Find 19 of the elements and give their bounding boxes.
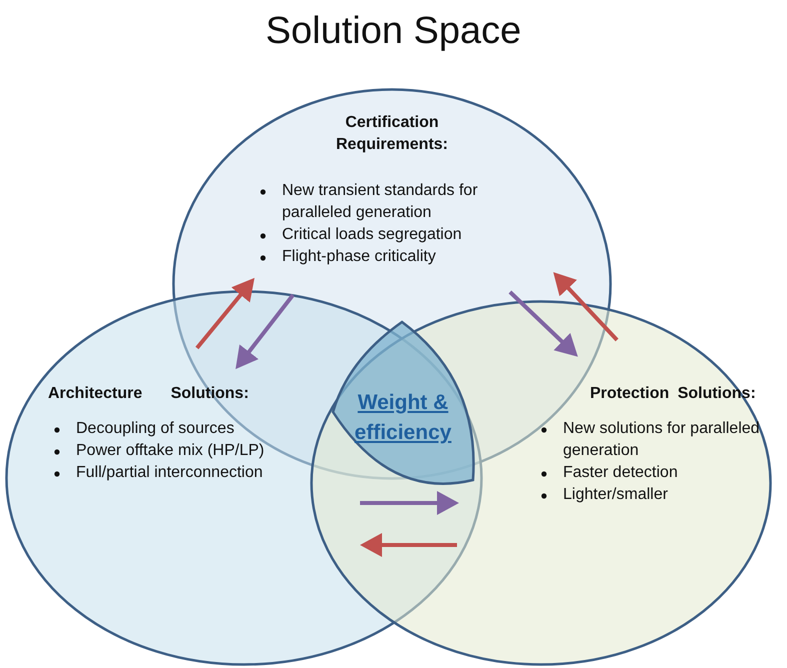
arrow [195, 278, 255, 350]
arrow [360, 533, 457, 557]
arrow [360, 491, 459, 515]
bullet-item: Decoupling of sources [76, 420, 234, 437]
bullet-item: Faster detection [563, 464, 678, 481]
circle-heading: Certification Requirements: [334, 113, 450, 155]
arrow [508, 290, 578, 357]
intersection-label: Weight & efficiency [354, 390, 452, 446]
bullet-item: Lighter/smaller [563, 486, 668, 503]
bullet-item: Full/partial interconnection [76, 464, 263, 481]
bullet-item: Power offtake mix (HP/LP) [76, 442, 264, 459]
circle-heading: Architecture Solutions: [48, 384, 250, 404]
arrow [553, 272, 618, 342]
bullet-item: New transient standards for paralleled generation [282, 182, 478, 221]
diagram-title: Solution Space [264, 10, 522, 53]
bullet-item: New solutions for paralleled generation [563, 420, 760, 459]
bullet-item: Critical loads segregation [282, 226, 462, 243]
arrow [236, 294, 295, 370]
bullet-item: Flight-phase criticality [282, 248, 436, 265]
